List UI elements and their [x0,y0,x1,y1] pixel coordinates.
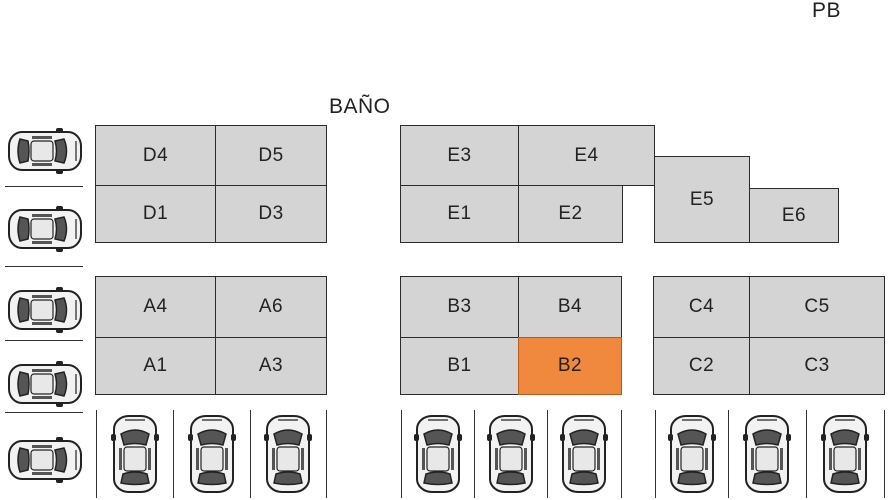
car-top-view-icon [8,360,82,408]
unit-e5[interactable]: E5 [654,156,750,243]
car-top-view-icon [486,415,536,493]
car-top-view-icon [413,415,463,493]
parking-divider [621,410,622,498]
unit-a4[interactable]: A4 [95,276,216,338]
parking-divider [96,410,97,498]
unit-a1[interactable]: A1 [95,337,216,395]
car-top-view-icon [8,286,82,334]
unit-b2-highlighted[interactable]: B2 [518,337,622,395]
unit-d4[interactable]: D4 [95,125,216,186]
car-top-view-icon [110,415,160,493]
unit-e6[interactable]: E6 [749,188,839,243]
parking-divider [5,412,83,413]
parking-divider [250,410,251,498]
unit-c5[interactable]: C5 [749,276,885,338]
parking-divider [547,410,548,498]
car-top-view-icon [820,415,870,493]
unit-d5[interactable]: D5 [215,125,327,186]
parking-divider [474,410,475,498]
unit-b1[interactable]: B1 [400,337,519,395]
unit-e3[interactable]: E3 [400,125,519,186]
unit-c3[interactable]: C3 [749,337,885,395]
parking-divider [326,410,327,498]
car-top-view-icon [8,436,82,484]
parking-divider [655,410,656,498]
unit-e4[interactable]: E4 [518,125,655,186]
floor-label: PB [812,0,842,22]
unit-e1[interactable]: E1 [400,185,519,243]
car-top-view-icon [559,415,609,493]
car-top-view-icon [187,415,237,493]
parking-divider [5,266,83,267]
parking-divider [5,186,83,187]
unit-a6[interactable]: A6 [215,276,327,338]
unit-b4[interactable]: B4 [518,276,622,338]
unit-a3[interactable]: A3 [215,337,327,395]
parking-divider [401,410,402,498]
unit-c4[interactable]: C4 [653,276,750,338]
car-top-view-icon [742,415,792,493]
parking-divider [728,410,729,498]
parking-divider [884,410,885,498]
parking-divider [806,410,807,498]
bathroom-label: BAÑO [329,95,391,118]
unit-d3[interactable]: D3 [215,185,327,243]
parking-divider [5,340,83,341]
parking-divider [173,410,174,498]
unit-e2[interactable]: E2 [518,185,623,243]
unit-d1[interactable]: D1 [95,185,216,243]
unit-b3[interactable]: B3 [400,276,519,338]
car-top-view-icon [263,415,313,493]
car-top-view-icon [8,127,82,175]
car-top-view-icon [667,415,717,493]
unit-c2[interactable]: C2 [653,337,750,395]
car-top-view-icon [8,205,82,253]
